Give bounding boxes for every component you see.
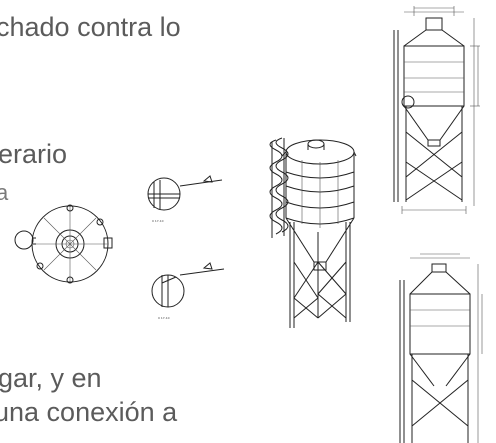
text-line-4: gar, y en bbox=[0, 363, 102, 393]
silo-isometric-drawing bbox=[269, 137, 357, 328]
detail-a-drawing: 0 17-10 bbox=[147, 175, 223, 223]
silo-elevation-drawing-2 bbox=[399, 253, 483, 443]
text-line-2: erario bbox=[0, 139, 68, 169]
detail-b-label: 0 17-10 bbox=[158, 316, 170, 320]
detail-b-drawing: 0 17-10 bbox=[151, 262, 225, 320]
detail-a-label: 0 17-10 bbox=[152, 219, 164, 223]
silo-top-view-drawing bbox=[14, 204, 113, 284]
text-line-5: una conexión a bbox=[0, 397, 178, 427]
text-line-3: a bbox=[0, 180, 9, 205]
silo-elevation-drawing-1 bbox=[393, 6, 480, 214]
text-line-1: chado contra lo bbox=[0, 12, 181, 42]
